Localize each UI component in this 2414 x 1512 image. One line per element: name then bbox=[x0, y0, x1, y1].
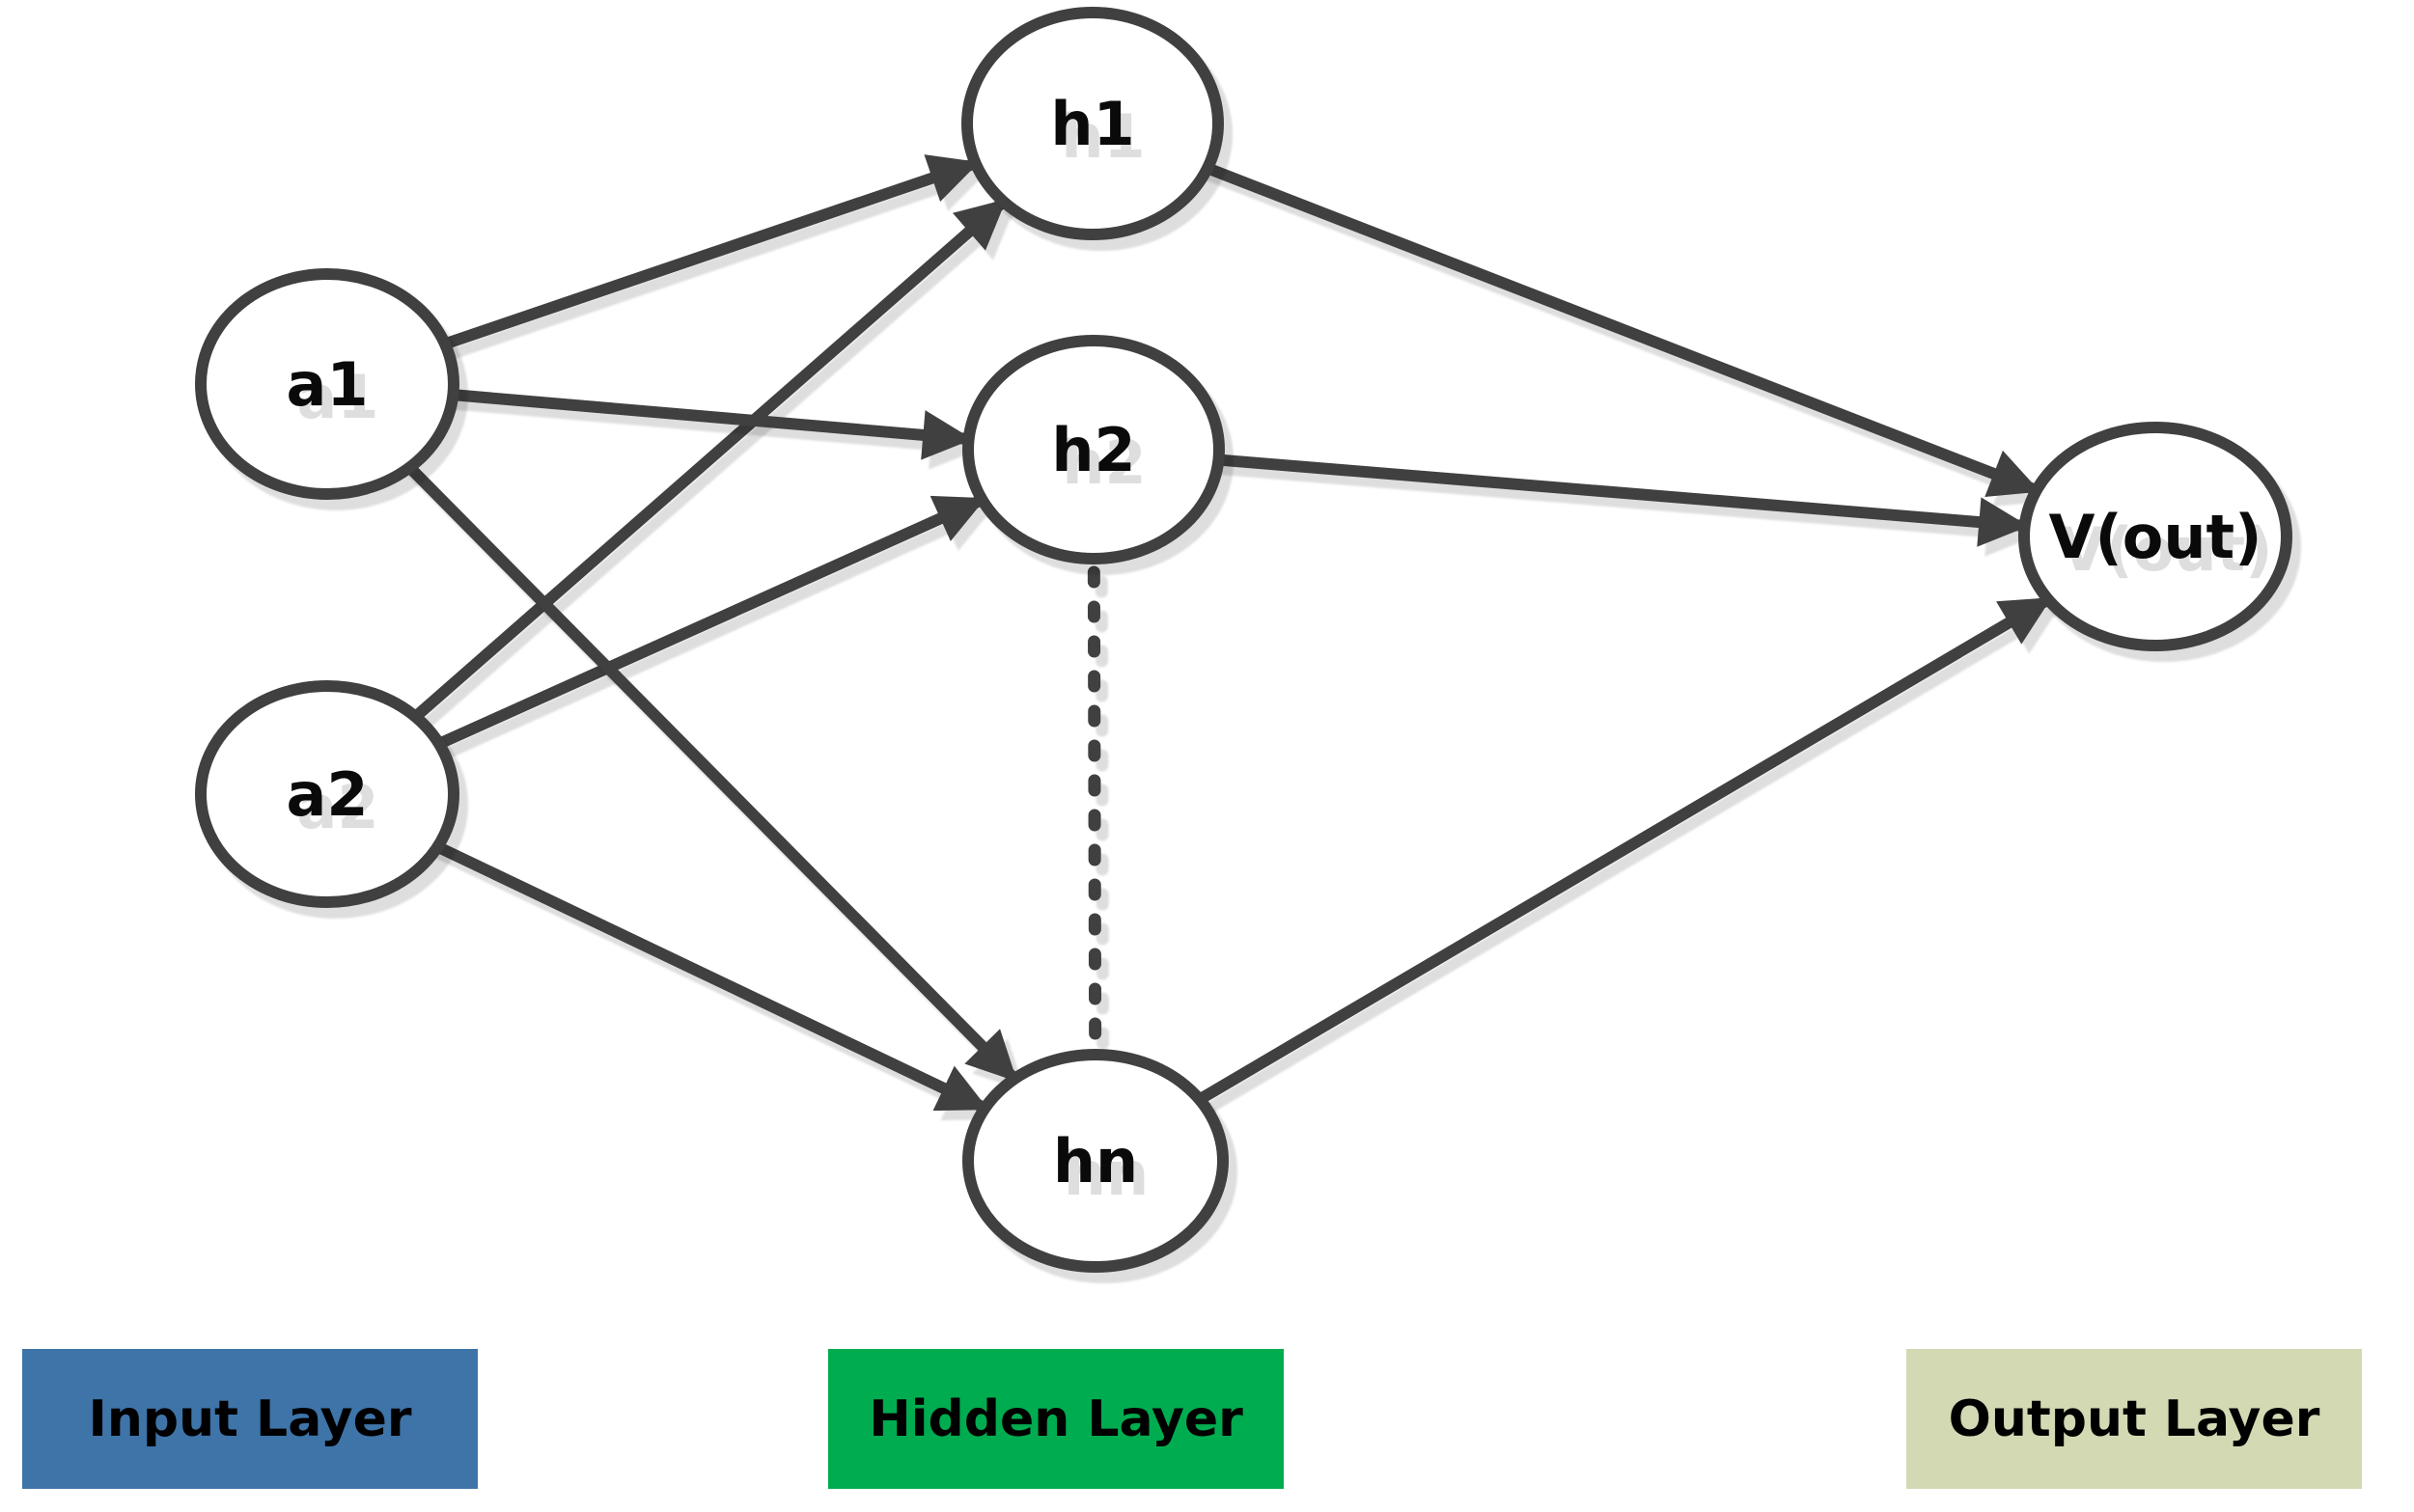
node-hn-label: hn bbox=[1053, 1126, 1138, 1196]
node-h1-circle bbox=[961, 7, 1224, 240]
edge-h2-vout bbox=[1197, 452, 2029, 547]
node-hn-circle bbox=[962, 1049, 1229, 1273]
node-vout-circle bbox=[2018, 422, 2292, 651]
edge-a1-h2 bbox=[430, 387, 973, 460]
node-a1-label: a1 bbox=[287, 349, 369, 420]
node-h1-label-shadow: h1 bbox=[1061, 101, 1145, 172]
legend-hidden-layer-box: Hidden Layer bbox=[828, 1349, 1284, 1489]
node-a1-label-shadow: a1 bbox=[297, 362, 379, 432]
edge-a2-h1 bbox=[395, 198, 1007, 735]
node-a1-circle bbox=[195, 268, 459, 500]
node-a2-circle bbox=[195, 680, 459, 908]
edge-a1-hn bbox=[390, 448, 1018, 1083]
node-vout-label-shadow: V(out) bbox=[2059, 514, 2272, 585]
node-a2-label-shadow: a2 bbox=[297, 772, 379, 842]
edge-h2-hn bbox=[1087, 531, 1102, 1060]
node-vout-label: V(out) bbox=[2048, 502, 2261, 572]
node-h2-label: h2 bbox=[1051, 415, 1135, 485]
node-h1-label: h1 bbox=[1050, 89, 1134, 159]
legend-input-layer-label: Input Layer bbox=[88, 1389, 412, 1448]
legend-hidden-layer-label: Hidden Layer bbox=[869, 1389, 1243, 1448]
legend-output-layer-box: Output Layer bbox=[1906, 1349, 2362, 1489]
edge-a1-h1 bbox=[423, 154, 980, 357]
node-h2-label-shadow: h2 bbox=[1062, 427, 1146, 498]
edge-a2-h2 bbox=[417, 494, 986, 758]
edge-h1-vout bbox=[1185, 154, 2040, 497]
legend-input-layer-box: Input Layer bbox=[22, 1349, 478, 1489]
edge-a2-hn bbox=[415, 832, 989, 1113]
edge-hn-vout bbox=[1178, 594, 2052, 1115]
node-vout: V(out)V(out) bbox=[2018, 422, 2292, 651]
legend-output-layer-label: Output Layer bbox=[1948, 1389, 2320, 1448]
node-hn-label-shadow: hn bbox=[1064, 1139, 1149, 1209]
node-h2-circle bbox=[962, 335, 1225, 564]
node-a2-label: a2 bbox=[287, 759, 369, 830]
